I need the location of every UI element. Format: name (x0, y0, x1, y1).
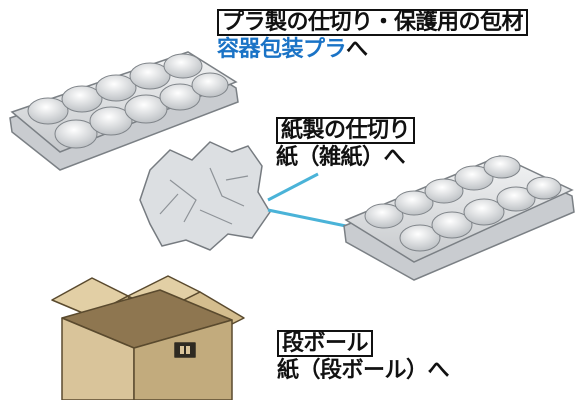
connector-lines (267, 172, 347, 228)
label-paper-dividers: 紙製の仕切り 紙（雑紙）へ (276, 117, 416, 171)
plastic-destination: 容器包装プラへ (217, 37, 528, 63)
cardboard-title: 段ボール (277, 330, 374, 358)
cardboard-box (51, 275, 245, 400)
paper-destination: 紙（雑紙）へ (276, 145, 406, 171)
plastic-tray-right (343, 155, 575, 281)
label-plastic-dividers: プラ製の仕切り・保護用の包材 容器包装プラへ (217, 9, 529, 63)
plastic-destination-accent: 容器包装プラ (217, 37, 347, 63)
paper-title: 紙製の仕切り (276, 117, 416, 145)
plastic-destination-suffix: へ (346, 37, 368, 63)
plastic-tray-top (9, 51, 239, 171)
paper-divider (139, 141, 271, 251)
cardboard-destination: 紙（段ボール）へ (277, 358, 450, 384)
plastic-title: プラ製の仕切り・保護用の包材 (217, 9, 529, 37)
label-cardboard: 段ボール 紙（段ボール）へ (277, 330, 450, 384)
